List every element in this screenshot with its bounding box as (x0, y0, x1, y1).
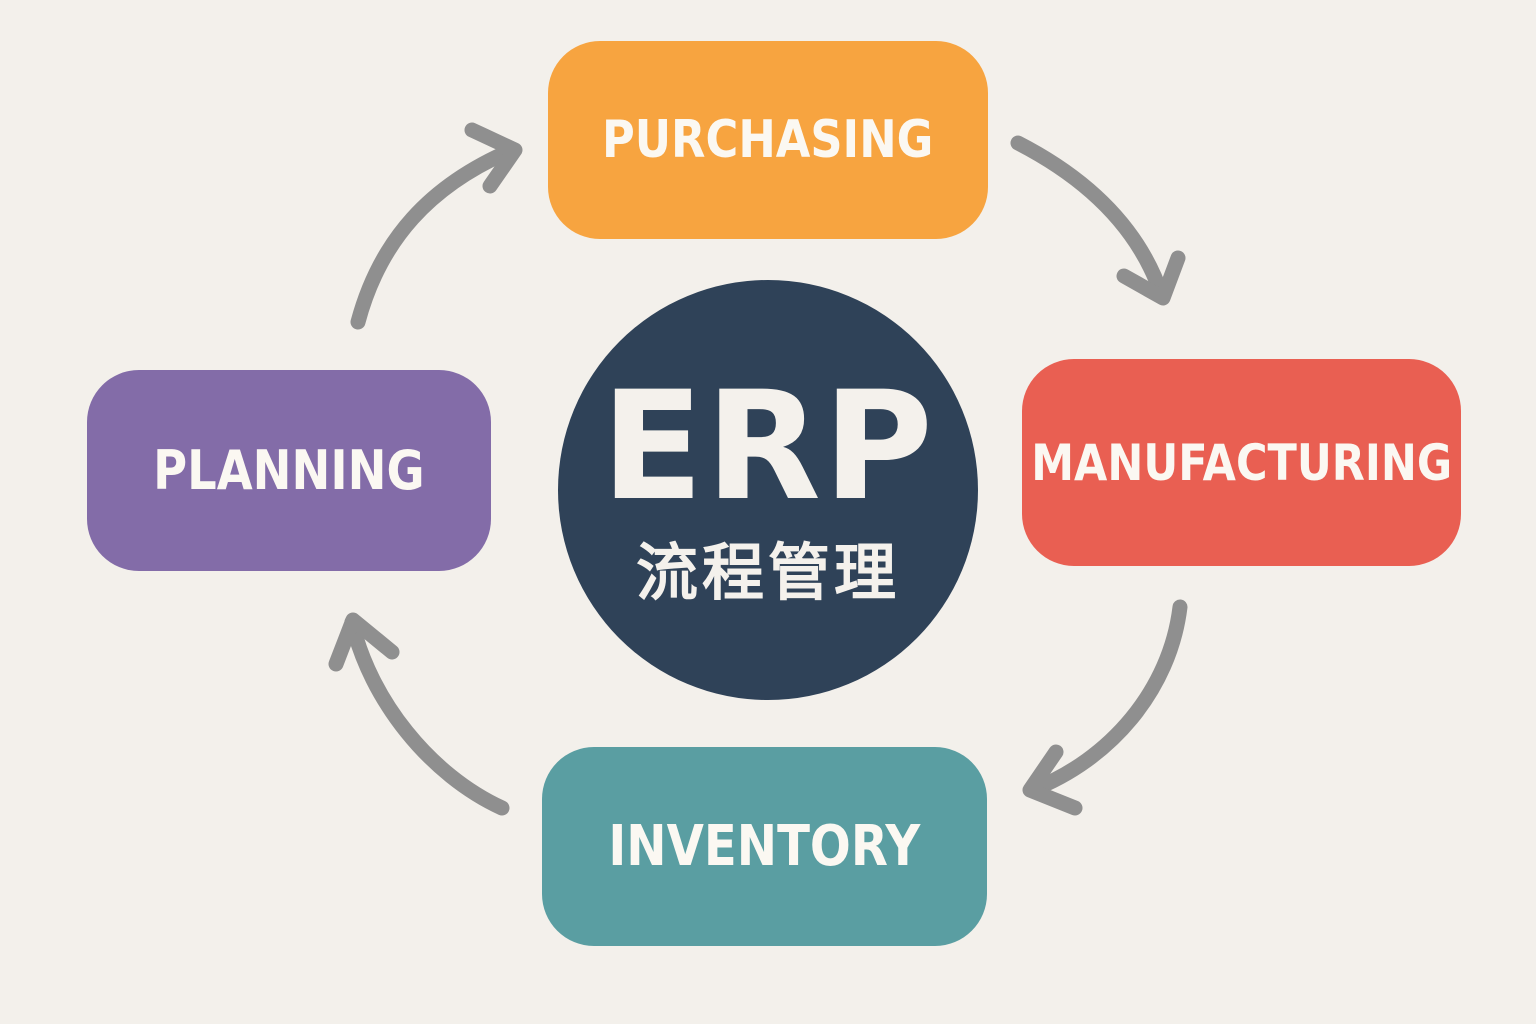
node-manufacturing: MANUFACTURING (1022, 359, 1461, 566)
hub-subtitle: 流程管理 (635, 536, 900, 609)
node-planning: PLANNING (87, 370, 491, 571)
arrow-planning-to-purchasing (350, 122, 523, 330)
node-purchasing-label: PURCHASING (602, 110, 934, 170)
node-manufacturing-label: MANUFACTURING (1031, 433, 1452, 492)
arrow-purchasing-to-manufacturing (1010, 135, 1186, 306)
center-hub: ERP 流程管理 (558, 280, 978, 700)
arrow-manufacturing-to-inventory (1022, 599, 1188, 816)
arrow-inventory-to-planning (328, 612, 510, 816)
node-planning-label: PLANNING (153, 439, 425, 502)
node-inventory-label: INVENTORY (608, 814, 921, 879)
node-inventory: INVENTORY (542, 747, 987, 946)
hub-title: ERP (601, 360, 935, 534)
node-purchasing: PURCHASING (548, 41, 988, 239)
